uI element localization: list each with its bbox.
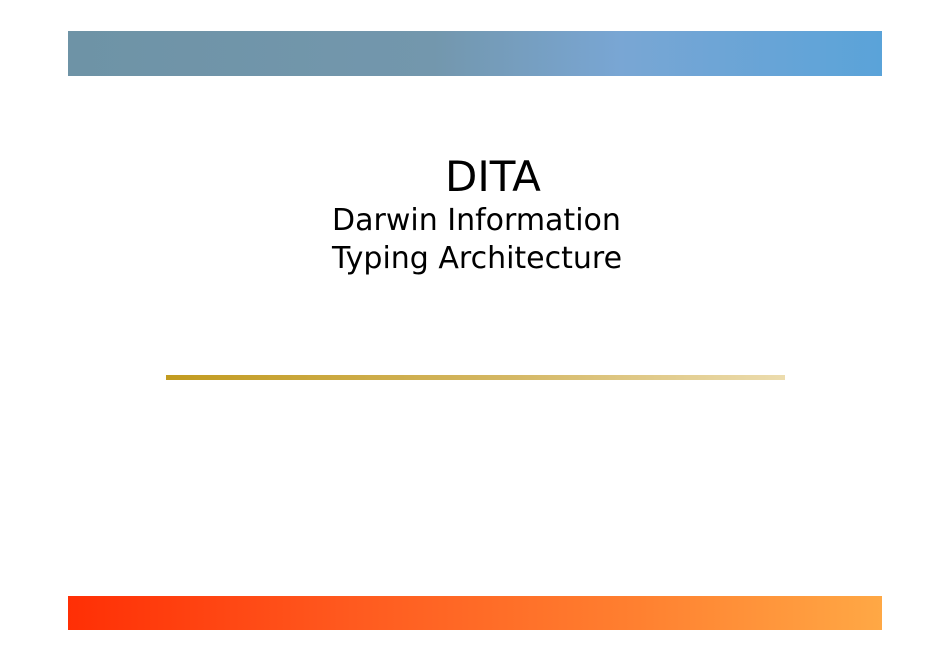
bottom-decorative-band	[68, 596, 882, 630]
subtitle-line-2: Typing Architecture	[332, 241, 623, 276]
slide-title: DITA	[445, 152, 541, 201]
gold-divider-line	[166, 375, 785, 380]
top-decorative-band	[68, 31, 882, 76]
slide-subtitle: Darwin Information Typing Architecture	[332, 202, 622, 278]
subtitle-line-1: Darwin Information	[332, 203, 621, 238]
